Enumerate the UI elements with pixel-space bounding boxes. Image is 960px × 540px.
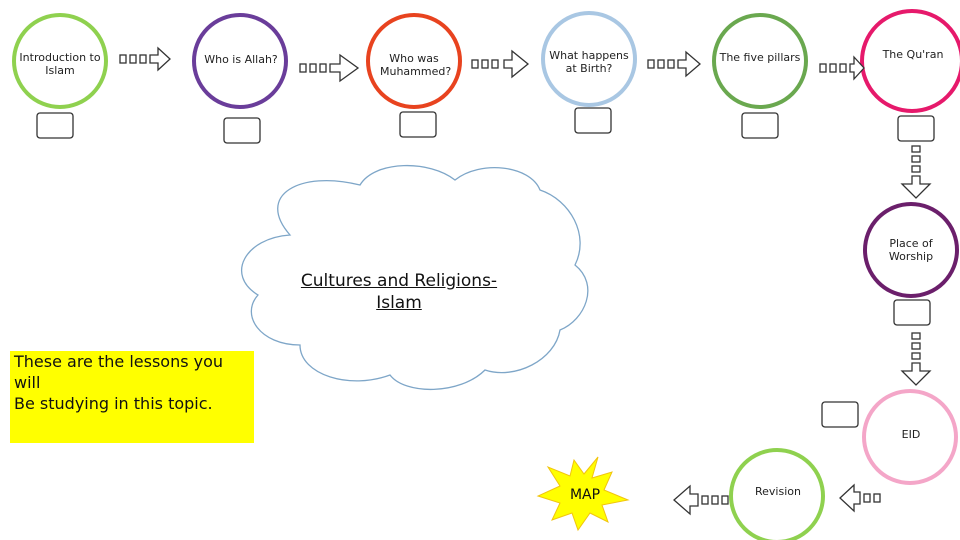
lesson-circle-five-pillars[interactable] xyxy=(712,13,808,109)
lesson-label-quran: The Qu'ran xyxy=(882,48,944,61)
arrow-right-icon xyxy=(647,50,701,78)
score-box-8[interactable] xyxy=(821,401,859,428)
lesson-circle-place-of-worship[interactable] xyxy=(863,202,959,298)
lesson-circle-who-was-muhammed[interactable] xyxy=(366,13,462,109)
lesson-label-place-of-worship: Place of Worship xyxy=(888,237,934,263)
note-line-2: will xyxy=(14,373,41,392)
lesson-circle-introduction-to-islam[interactable] xyxy=(12,13,108,109)
lesson-label-eid: EID xyxy=(901,428,921,441)
arrow-right-icon xyxy=(471,49,530,79)
lesson-circle-quran[interactable] xyxy=(860,9,960,113)
diagram-title-line-1: Cultures and Religions- xyxy=(300,271,498,291)
diagram-title: Cultures and Religions- Islam xyxy=(268,270,530,314)
diagram-title-line-2: Islam xyxy=(376,293,422,313)
map-label[interactable]: MAP xyxy=(569,487,601,503)
note-line-1: These are the lessons you xyxy=(14,352,224,371)
lesson-label-revision: Revision xyxy=(755,485,801,498)
lesson-label-introduction-to-islam: Introduction to Islam xyxy=(19,51,101,77)
score-box-2[interactable] xyxy=(223,117,261,144)
lesson-circle-what-happens-at-birth[interactable] xyxy=(541,11,637,107)
arrow-right-icon xyxy=(119,46,171,72)
lesson-circle-who-is-allah[interactable] xyxy=(192,13,288,109)
arrow-right-icon xyxy=(299,53,360,83)
score-box-4[interactable] xyxy=(574,107,612,134)
lesson-label-who-was-muhammed: Who was Muhammed? xyxy=(380,52,452,78)
score-box-1[interactable] xyxy=(36,112,74,139)
score-box-6[interactable] xyxy=(897,115,935,142)
arrow-down-icon xyxy=(900,332,932,386)
lesson-circle-eid[interactable] xyxy=(862,389,958,485)
score-box-3[interactable] xyxy=(399,111,437,138)
lesson-circle-revision[interactable] xyxy=(729,448,825,540)
note-line-3: Be studying in this topic. xyxy=(14,394,213,413)
instruction-note: These are the lessons you will Be studyi… xyxy=(10,351,254,443)
arrow-down-icon xyxy=(900,145,932,199)
score-box-5[interactable] xyxy=(741,112,779,139)
score-box-7[interactable] xyxy=(893,299,931,326)
arrow-right-icon xyxy=(819,55,865,81)
arrow-left-icon xyxy=(839,483,881,513)
cloud-shape xyxy=(240,164,589,391)
arrow-left-icon xyxy=(673,484,729,516)
lesson-label-who-is-allah: Who is Allah? xyxy=(204,53,278,66)
map-star-shape xyxy=(536,456,630,532)
lesson-label-what-happens-at-birth: What happens at Birth? xyxy=(549,49,629,75)
lesson-label-five-pillars: The five pillars xyxy=(719,51,801,64)
